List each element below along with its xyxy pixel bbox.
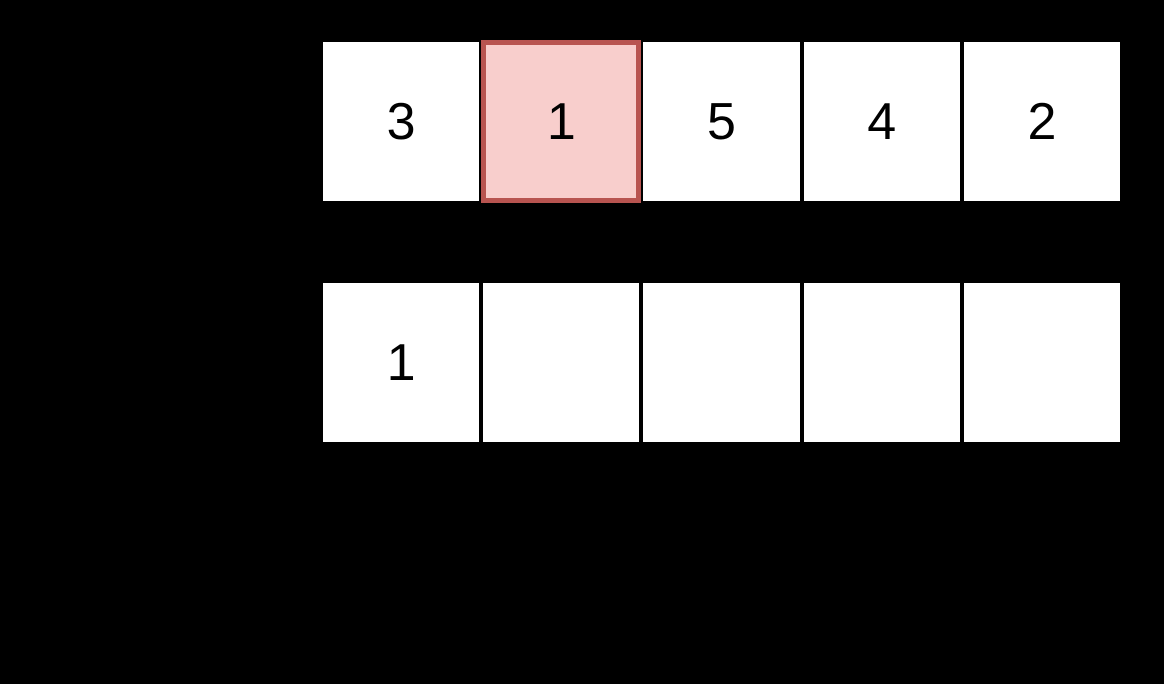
bottom-array-cell-3 — [803, 283, 960, 442]
bottom-array-cell-4 — [963, 283, 1121, 442]
top-array-cell-3: 4 — [803, 42, 960, 201]
top-array-cell-1: 1 — [481, 40, 642, 203]
bottom-array-cell-2 — [643, 283, 800, 442]
bottom-array-cell-0: 1 — [323, 283, 480, 442]
bottom-array-row: 1 — [323, 283, 1121, 442]
top-array-cell-4: 2 — [963, 42, 1121, 201]
top-array-cell-2: 5 — [643, 42, 800, 201]
top-array-cell-0: 3 — [323, 42, 480, 201]
bottom-array-cell-1 — [483, 283, 640, 442]
